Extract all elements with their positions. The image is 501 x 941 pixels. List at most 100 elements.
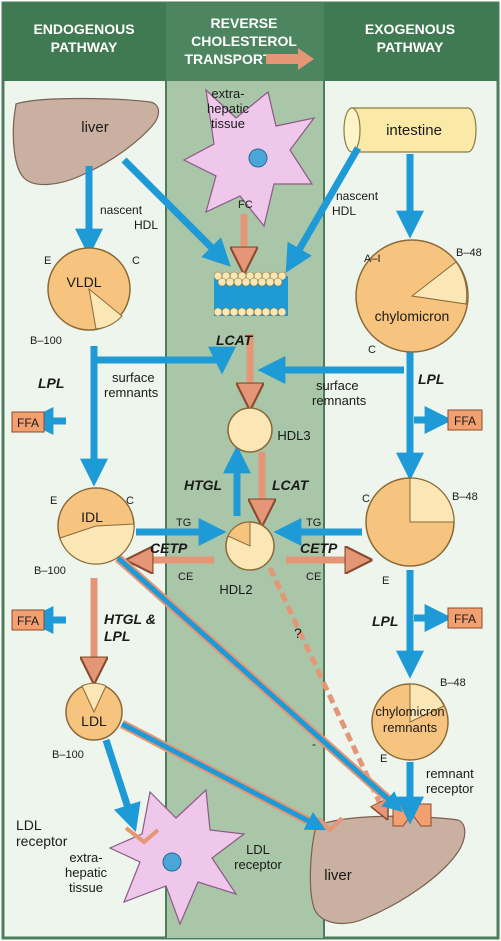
arrow-ldl-to-tissue [102,738,141,832]
liver-bottom-label: liver [324,867,352,884]
cetp-right-label: CETP [300,540,338,556]
surface-remnants-left-line2: remnants [104,385,159,400]
remnant-apo-b48: B–48 [452,491,478,503]
hdl2-label: HDL2 [219,582,252,597]
idl-label: IDL [81,509,103,525]
header-exogenous-line2: PATHWAY [377,39,444,55]
ldl-receptor-left-line2: receptor [16,833,68,849]
ldl-receptor-left-line1: LDL [16,817,42,833]
idl-particle [57,487,135,565]
arrow-liver-to-hdl [121,157,231,267]
chylo-remnants-line2: remnants [383,720,438,735]
phospholipid-membrane-icon [213,271,288,317]
lpl-label-lower-right: LPL [372,613,398,629]
cetp-left-label: CETP [150,540,188,556]
hdl3-label: HDL3 [277,428,310,443]
idl-apo-c: C [126,495,134,507]
header-endogenous-line1: ENDOGENOUS [33,21,134,37]
header-exogenous-bg [324,3,498,81]
dash-mark: - [312,737,316,751]
extrahepatic-bottom-line2: hepatic [65,865,107,880]
intestine-label: intestine [386,122,442,139]
ldl-receptor-bottom-line2: receptor [234,857,282,872]
header-arrow-icon [266,48,314,70]
chylomicron-apo-b48: B–48 [456,247,482,259]
surface-remnants-right-line2: remnants [312,393,367,408]
chylomicron-apo-c: C [368,344,376,356]
ldl-receptor-left-icon [124,826,160,845]
htgl-lpl-line1: HTGL & [104,611,156,627]
remnant-apo-e: E [382,575,389,587]
arrow-vldl-surface-remnants [94,346,236,375]
extrahepatic-top-line2: hepatic [207,101,249,116]
chylomicron-label: chylomicron [375,308,450,324]
surface-remnants-right-line1: surface [316,378,359,393]
extrahepatic-bottom-line1: extra- [69,850,102,865]
ffa-box-left-2 [11,609,45,631]
fc-label: FC [238,199,253,211]
lpl-label-left: LPL [38,375,64,391]
ldl-particle [65,682,123,741]
chylo-remnants-apo-b48: B–48 [440,677,466,689]
intestine-shape [351,107,477,153]
arrow-intestine-to-hdl [285,146,362,273]
nascent-hdl-right-line1: nascent [336,189,379,203]
arrow-idl-to-liver [116,556,403,812]
remnant-receptor-line2: receptor [426,781,474,796]
arrow-ldl-to-liver [120,721,326,831]
surface-remnants-left-line1: surface [112,370,155,385]
header-endogenous-bg [3,3,166,81]
chylo-remnants-apo-e: E [380,753,387,765]
ffa-box-right-2 [447,607,483,629]
ffa-box-left-1 [11,411,45,433]
lpl-label-right: LPL [418,371,444,387]
htgl-label: HTGL [184,477,222,493]
idl-apo-b100: B–100 [34,565,66,577]
header-reverse-line3: TRANSPORT [184,51,272,67]
lcat-label-middle: LCAT [272,477,310,493]
lcat-label-top: LCAT [216,332,254,348]
cell-nucleus-top [248,148,268,168]
remnant-apo-c: C [362,493,370,505]
vldl-apo-c: C [132,255,140,267]
ce-left-label: CE [178,571,193,583]
tg-right-label: TG [306,517,321,529]
idl-apo-e: E [50,495,57,507]
ldl-receptor-bottom-line1: LDL [246,842,270,857]
liver-top-label: liver [81,119,109,136]
hdl2-particle [225,521,275,571]
header-reverse-line1: REVERSE [211,15,278,31]
header-reverse-line2: CHOLESTEROL [191,33,297,49]
cell-nucleus-bottom [162,852,182,872]
chylomicron-particle [355,239,469,353]
liver-top-shape [12,97,160,186]
ce-right-label: CE [306,571,321,583]
ldl-label: LDL [81,713,107,729]
chylomicron-remnants-particle [371,683,449,761]
ffa-box-right-1 [447,409,483,431]
ldl-apo-b100: B–100 [52,749,84,761]
question-mark: ? [294,625,302,641]
extrahepatic-bottom-line3: tissue [69,880,103,895]
tg-left-label: TG [176,517,191,529]
header-exogenous-line1: EXOGENOUS [365,21,455,37]
remnant-receptor-line1: remnant [426,766,474,781]
hdl3-particle [227,407,273,453]
vldl-label: VLDL [66,274,101,290]
nascent-hdl-left-line2: HDL [134,218,158,232]
vldl-apo-e: E [44,255,51,267]
ffa-left-1-label: FFA [17,416,39,430]
extrahepatic-top-line1: extra- [211,86,244,101]
vldl-apo-b100: B–100 [30,335,62,347]
chylo-remnants-line1: chylomicron [375,704,444,719]
ffa-right-1-label: FFA [454,414,476,428]
arrow-hdl2-to-liver-dashed [267,566,384,812]
vldl-particle [47,247,131,331]
chylomicron-remnant-particle [365,477,455,567]
ffa-right-2-label: FFA [454,612,476,626]
header-reverse-bg [166,3,324,81]
chylomicron-apo-a1: A–I [364,253,381,265]
nascent-hdl-right-line2: HDL [332,204,356,218]
